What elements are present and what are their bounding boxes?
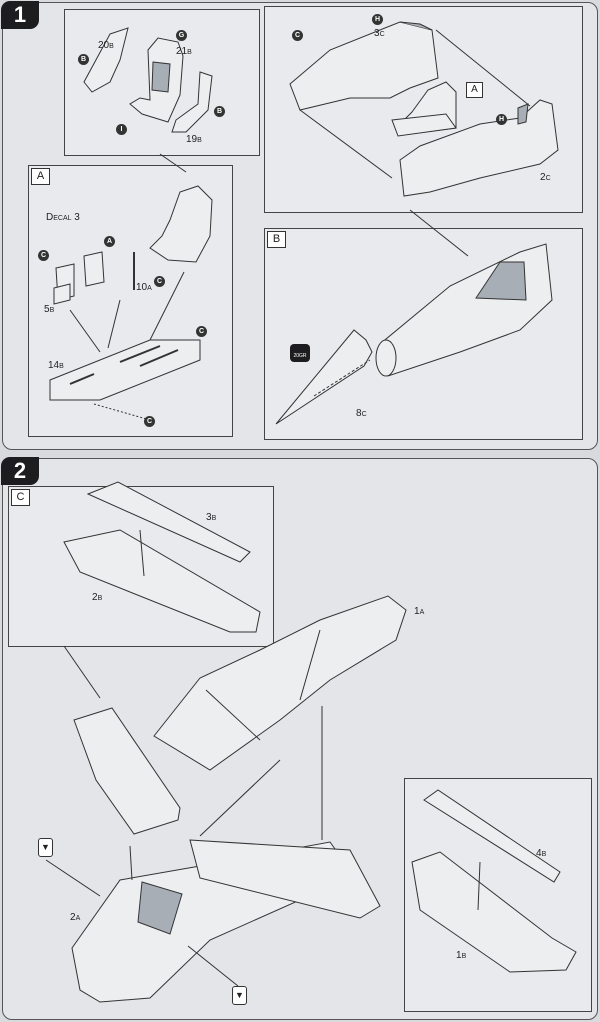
part-label-2b: 2B	[92, 592, 103, 603]
part-label-8c: 8C	[356, 408, 367, 419]
nose-weight-icon: 20GR	[290, 344, 310, 362]
sub-assembly-a-box: A	[28, 165, 233, 437]
glue-point-c-2: C	[38, 250, 49, 261]
glue-point-h-1: H	[372, 14, 383, 25]
step-1-badge: 1	[1, 1, 39, 29]
part-label-1a: 1A	[414, 606, 425, 617]
part-label-4b: 4B	[536, 848, 547, 859]
decal-3-label: Decal 3	[46, 212, 80, 223]
glue-point-c-1: C	[292, 30, 303, 41]
glue-point-c-5: C	[144, 416, 155, 427]
glue-point-a: A	[104, 236, 115, 247]
seat-detail-box	[64, 9, 260, 156]
part-label-5b: 5B	[44, 304, 55, 315]
part-label-3b: 3B	[206, 512, 217, 523]
part-label-10a: 10A	[136, 282, 152, 293]
left-wing-box	[404, 778, 592, 1012]
sub-assembly-c-letter: C	[11, 489, 30, 506]
sub-assembly-b-letter: B	[267, 231, 286, 248]
glue-point-g: G	[176, 30, 187, 41]
part-label-20b: 20B	[98, 40, 114, 51]
right-wing-box: C	[8, 486, 274, 647]
part-label-3c: 3C	[374, 28, 385, 39]
glue-point-i: I	[116, 124, 127, 135]
cockpit-fuselage-box	[264, 6, 583, 213]
callout-a-box: A	[466, 82, 483, 98]
sub-assembly-a-letter: A	[31, 168, 50, 185]
part-label-1b: 1B	[456, 950, 467, 961]
glue-point-h-2: H	[496, 114, 507, 125]
part-label-2a: 2A	[70, 912, 81, 923]
glue-point-c-3: C	[154, 276, 165, 287]
part-label-2c: 2C	[540, 172, 551, 183]
glue-point-c-4: C	[196, 326, 207, 337]
part-label-14b: 14B	[48, 360, 64, 371]
glue-icon-top: ▼	[38, 838, 53, 857]
glue-icon-bottom: ▼	[232, 986, 247, 1005]
sub-assembly-b-box: B	[264, 228, 583, 440]
glue-point-b-2: B	[214, 106, 225, 117]
step-2-badge: 2	[1, 457, 39, 485]
part-label-19b: 19B	[186, 134, 202, 145]
part-label-21b: 21B	[176, 46, 192, 57]
glue-point-b-1: B	[78, 54, 89, 65]
